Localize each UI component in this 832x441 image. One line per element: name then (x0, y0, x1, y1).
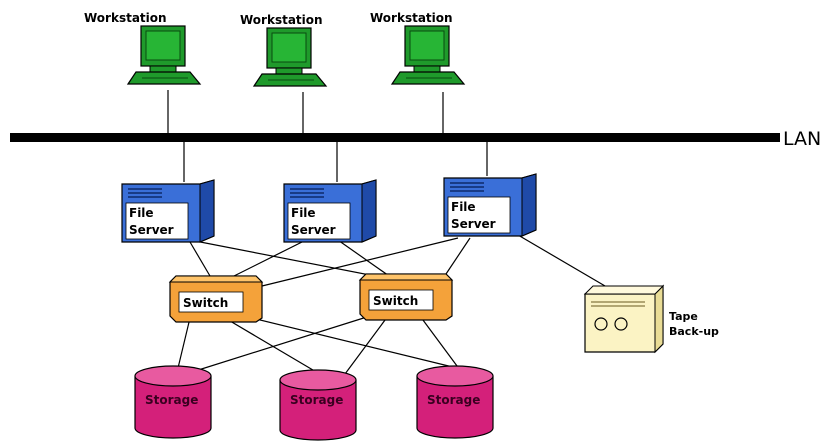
storage-3: Storage (416, 365, 494, 439)
connections (167, 90, 618, 375)
workstation-label: Workstation (240, 13, 323, 27)
computer-icon (126, 25, 202, 85)
tape-label-line1: Tape (669, 310, 698, 323)
storage-cylinder-icon (416, 365, 494, 439)
workstation-1: Workstation (84, 11, 202, 85)
sw2-st2-link (344, 315, 389, 375)
computer-icon (252, 27, 328, 87)
sw1-st2-link (224, 317, 319, 374)
sw2-st3-link (419, 315, 461, 371)
storage-label: Storage (145, 393, 198, 407)
sw2-st1-link (191, 315, 371, 373)
workstation-2: Workstation (240, 13, 328, 87)
fs1-sw1-link (189, 241, 211, 277)
tape-label-line2: Back-up (669, 325, 719, 338)
switch-label: Switch (373, 294, 418, 308)
sw1-st3-link (251, 317, 466, 371)
storage-label: Storage (427, 393, 480, 407)
tape-backup: Tape Back-up (583, 284, 719, 354)
storage-1: Storage (134, 365, 212, 439)
switch-1: Switch (168, 275, 264, 323)
file-server-1: File Server (121, 179, 215, 243)
switch-icon (358, 273, 454, 321)
fs2-sw2-link (334, 237, 393, 279)
fs2-sw1-link (229, 237, 311, 279)
switch-icon (168, 275, 264, 323)
server-label-line2: Server (451, 217, 496, 231)
lan-line (10, 133, 780, 142)
fs1-sw2-link (189, 239, 386, 279)
computer-icon (390, 25, 466, 85)
lan-label: LAN (783, 128, 821, 150)
server-label-line2: Server (291, 223, 336, 237)
tape-drive-icon (583, 284, 665, 354)
sw1-st1-link (177, 317, 191, 369)
storage-label: Storage (290, 393, 343, 407)
server-label-line1: File (451, 200, 476, 214)
storage-2: Storage (279, 369, 357, 441)
lan-bus: LAN (10, 128, 821, 150)
workstation-label: Workstation (84, 11, 167, 25)
file-server-3: File Server (443, 173, 537, 237)
workstation-label: Workstation (370, 11, 453, 25)
switch-label: Switch (183, 296, 228, 310)
storage-cylinder-icon (279, 369, 357, 441)
server-label-line2: Server (129, 223, 174, 237)
server-icon (283, 179, 377, 243)
fs3-tape-link (517, 234, 618, 294)
switch-2: Switch (358, 273, 454, 321)
fs3-sw1-link (261, 237, 459, 287)
server-label-line1: File (129, 206, 154, 220)
workstation-3: Workstation (370, 11, 466, 85)
file-server-2: File Server (283, 179, 377, 243)
storage-cylinder-icon (134, 365, 212, 439)
server-label-line1: File (291, 206, 316, 220)
server-icon (121, 179, 215, 243)
server-icon (443, 173, 537, 237)
